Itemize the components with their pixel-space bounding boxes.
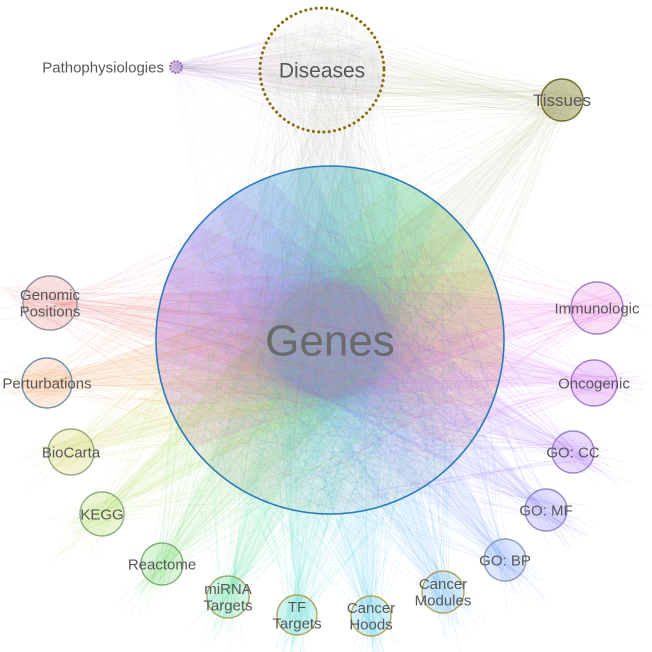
- beam-tissues-diseases: [260, 33, 562, 100]
- node-circle: [169, 60, 183, 74]
- edges-immunologic-genes: [170, 186, 652, 500]
- node-label: Tissues: [533, 91, 591, 110]
- genes-circle: [155, 165, 505, 515]
- edge-lines-layer: [0, 8, 652, 652]
- node-pathophysiologies[interactable]: Pathophysiologies: [42, 59, 183, 76]
- node-circle: [47, 428, 95, 476]
- edges-mirna-targets-genes: [162, 184, 479, 650]
- edges-oncogenic-genes: [173, 194, 648, 501]
- node-label: GO: BP: [479, 552, 531, 569]
- node-go-bp[interactable]: GO: BP: [479, 538, 531, 582]
- node-label: Reactome: [128, 556, 196, 573]
- node-circle: [551, 430, 595, 474]
- node-kegg[interactable]: KEGG: [79, 491, 125, 537]
- edges-go-cc-genes: [163, 186, 629, 506]
- edges-pathophysiologies-diseases: [167, 24, 376, 126]
- genes-label: Genes: [265, 316, 395, 365]
- edges-diseases-inner: [261, 14, 380, 129]
- node-label: KEGG: [80, 506, 123, 523]
- node-immunologic[interactable]: Immunologic: [554, 281, 640, 335]
- node-circle: [483, 538, 527, 582]
- node-perturbations[interactable]: Perturbations: [2, 357, 92, 409]
- node-circle: [276, 594, 318, 636]
- edge-beams-layer: [47, 33, 597, 616]
- beam-perturbations-genes: [47, 227, 504, 408]
- beam-pathophysiologies-diseases: [176, 41, 384, 101]
- node-reactome[interactable]: Reactome: [128, 542, 196, 586]
- edges-tissues-genes: [166, 74, 588, 506]
- beam-immunologic-genes: [156, 267, 597, 448]
- node-circle: [570, 281, 624, 335]
- node-label: Pathophysiologies: [42, 59, 164, 76]
- edges-pathophysiologies-tissues: [158, 60, 578, 119]
- node-circle: [206, 575, 250, 619]
- node-oncogenic[interactable]: Oncogenic: [558, 359, 630, 407]
- node-circle: [421, 570, 465, 614]
- edges-reactome-genes: [116, 201, 472, 616]
- node-circle: [140, 542, 184, 586]
- node-circle: [79, 491, 125, 537]
- node-circle: [22, 275, 78, 331]
- node-label: Diseases: [279, 59, 365, 82]
- edges-diseases-genes: [171, 8, 494, 502]
- node-label: GO: MF: [519, 502, 572, 519]
- node-circle: [258, 6, 386, 134]
- beam-go-mf-genes: [157, 176, 546, 511]
- node-diseases[interactable]: Diseases: [258, 6, 386, 134]
- beam-kegg-genes: [102, 177, 504, 514]
- node-circle: [350, 595, 392, 637]
- beam-cancer-modules-genes: [186, 166, 444, 592]
- beam-go-bp-genes: [166, 167, 505, 561]
- node-go-cc[interactable]: GO: CC: [546, 430, 600, 474]
- beam-cancer-hoods-genes: [218, 166, 399, 616]
- beam-reactome-genes: [162, 166, 492, 565]
- beam-tissues-genes: [169, 100, 562, 503]
- node-label: Oncogenic: [558, 375, 630, 392]
- beam-genomic-positions-genes: [50, 269, 504, 450]
- edges-biocarta-genes: [14, 180, 470, 507]
- node-circle: [524, 488, 568, 532]
- edges-go-bp-genes: [184, 192, 548, 610]
- beam-tf-targets-genes: [257, 166, 438, 615]
- node-circle: [570, 359, 618, 407]
- edges-pathophysiologies-genes: [164, 49, 465, 453]
- node-biocarta[interactable]: BioCarta: [42, 428, 101, 476]
- node-tissues[interactable]: Tissues: [533, 78, 591, 122]
- node-label: Immunologic: [554, 300, 640, 317]
- node-label: Perturbations: [2, 375, 91, 392]
- node-circle: [540, 78, 584, 122]
- node-circle: [21, 357, 73, 409]
- edges-genomic-positions-genes: [0, 189, 493, 483]
- edges-go-mf-genes: [172, 185, 595, 550]
- node-label: BioCarta: [42, 444, 101, 461]
- node-label: GO: CC: [546, 444, 600, 461]
- beam-go-cc-genes: [156, 195, 573, 453]
- beam-mirna-targets-genes: [228, 166, 470, 597]
- node-go-mf[interactable]: GO: MF: [519, 488, 573, 532]
- beam-biocarta-genes: [71, 197, 504, 452]
- beam-oncogenic-genes: [156, 226, 594, 406]
- node-genes[interactable]: Genes: [155, 165, 505, 515]
